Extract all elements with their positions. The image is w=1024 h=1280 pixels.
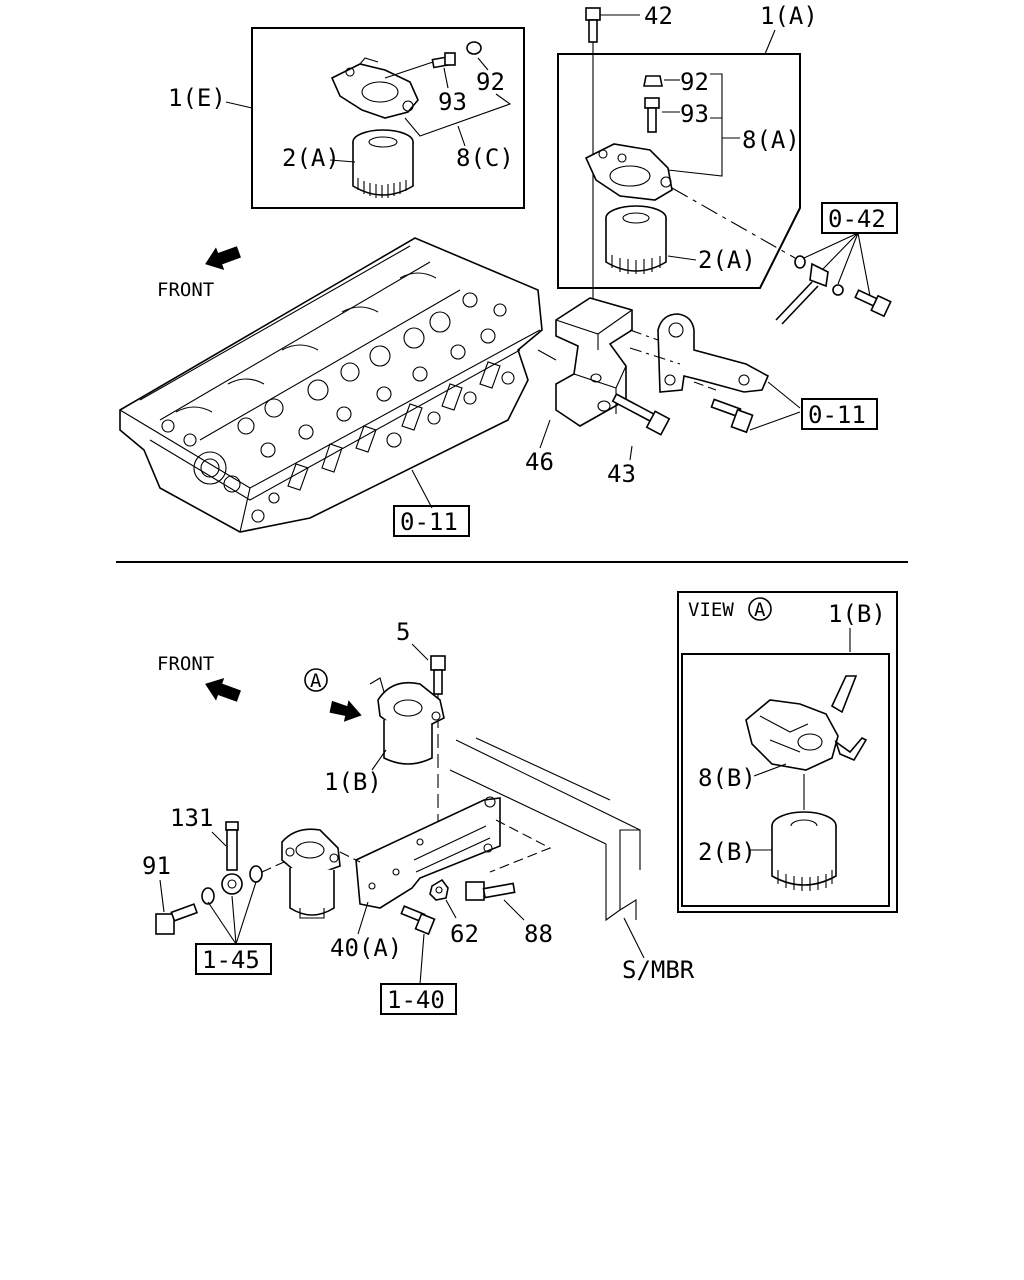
bolt-93-a bbox=[644, 97, 660, 133]
view-a-marker bbox=[304, 668, 328, 692]
ref-0-11-bottom: 0-11 bbox=[400, 508, 458, 536]
gasket-131-b bbox=[249, 865, 263, 883]
label-1e: 1(E) bbox=[168, 84, 226, 112]
label-91: 91 bbox=[142, 852, 171, 880]
filter-head-8a bbox=[584, 143, 673, 201]
inset-box-1e bbox=[251, 27, 525, 209]
ref-box-1-40 bbox=[380, 983, 457, 1015]
label-93-e: 93 bbox=[438, 88, 467, 116]
eye-bolt-131 bbox=[221, 821, 243, 895]
bracket-0-11 bbox=[657, 313, 770, 393]
filter-head-8c bbox=[330, 57, 419, 119]
ref-0-11-right: 0-11 bbox=[808, 401, 866, 429]
label-42: 42 bbox=[644, 2, 673, 30]
ref-0-42: 0-42 bbox=[828, 205, 886, 233]
label-40a: 40(A) bbox=[330, 934, 402, 962]
fuel-filter-1b bbox=[369, 677, 445, 765]
label-92-a: 92 bbox=[680, 68, 709, 96]
ref-box-1-45 bbox=[195, 943, 272, 975]
label-8b: 8(B) bbox=[698, 764, 756, 792]
gasket-131-a bbox=[201, 887, 215, 905]
label-2a-e: 2(A) bbox=[282, 144, 340, 172]
ref-box-0-42 bbox=[821, 202, 898, 234]
label-5: 5 bbox=[396, 618, 410, 646]
ref-box-0-11-bottom bbox=[393, 505, 470, 537]
bolt-93-e bbox=[431, 52, 456, 69]
cylinder-head bbox=[119, 237, 543, 533]
bolt-43 bbox=[611, 393, 671, 436]
label-46: 46 bbox=[525, 448, 554, 476]
label-1a: 1(A) bbox=[760, 2, 818, 30]
view-a-box bbox=[677, 591, 898, 913]
bolt-91 bbox=[155, 903, 199, 935]
fuel-filter-2b bbox=[771, 774, 837, 891]
label-1b-view: 1(B) bbox=[828, 600, 886, 628]
label-8c: 8(C) bbox=[456, 144, 514, 172]
bolt-88 bbox=[465, 881, 516, 901]
label-2b: 2(B) bbox=[698, 838, 756, 866]
bolt-0-11 bbox=[710, 398, 754, 434]
bolt-1-40 bbox=[400, 905, 436, 936]
label-8a: 8(A) bbox=[742, 126, 800, 154]
washer-92-a bbox=[643, 75, 663, 87]
label-88: 88 bbox=[524, 920, 553, 948]
view-a-marker-letter: A bbox=[310, 670, 322, 692]
label-43: 43 bbox=[607, 460, 636, 488]
label-92-e: 92 bbox=[476, 68, 505, 96]
label-62: 62 bbox=[450, 920, 479, 948]
oil-filter-2a-a bbox=[605, 205, 667, 274]
front-label-top: FRONT bbox=[157, 279, 214, 301]
washer-0-42 bbox=[794, 255, 806, 269]
view-a-circle-letter: A bbox=[754, 599, 766, 621]
front-arrow-top-icon bbox=[205, 246, 241, 270]
front-arrow-bottom-icon bbox=[205, 678, 241, 702]
label-131: 131 bbox=[170, 804, 213, 832]
side-member bbox=[449, 737, 641, 922]
inset-box-1a bbox=[557, 53, 801, 289]
view-inner-box bbox=[681, 653, 890, 907]
view-title: VIEW bbox=[688, 599, 734, 621]
bolt-42 bbox=[585, 7, 601, 43]
bolt-5 bbox=[430, 655, 446, 695]
ref-1-40: 1-40 bbox=[387, 986, 445, 1014]
washer-92-e bbox=[466, 41, 482, 55]
label-2a-a: 2(A) bbox=[698, 246, 756, 274]
ref-box-0-11-right bbox=[801, 398, 878, 430]
label-smbr: S/MBR bbox=[622, 956, 695, 984]
view-direction-arrow-icon bbox=[329, 700, 362, 722]
bracket-46 bbox=[555, 297, 633, 427]
water-separator bbox=[281, 828, 341, 919]
nut-62 bbox=[429, 878, 449, 901]
ref-1-45: 1-45 bbox=[202, 946, 260, 974]
pipe-0-42 bbox=[775, 262, 829, 325]
bolt-0-42 bbox=[854, 289, 892, 318]
label-93-a: 93 bbox=[680, 100, 709, 128]
filter-head-8b bbox=[745, 675, 868, 771]
view-a-circle bbox=[748, 597, 772, 621]
oil-filter-2a-e bbox=[352, 129, 414, 198]
front-label-bottom: FRONT bbox=[157, 653, 214, 675]
label-1b: 1(B) bbox=[324, 768, 382, 796]
